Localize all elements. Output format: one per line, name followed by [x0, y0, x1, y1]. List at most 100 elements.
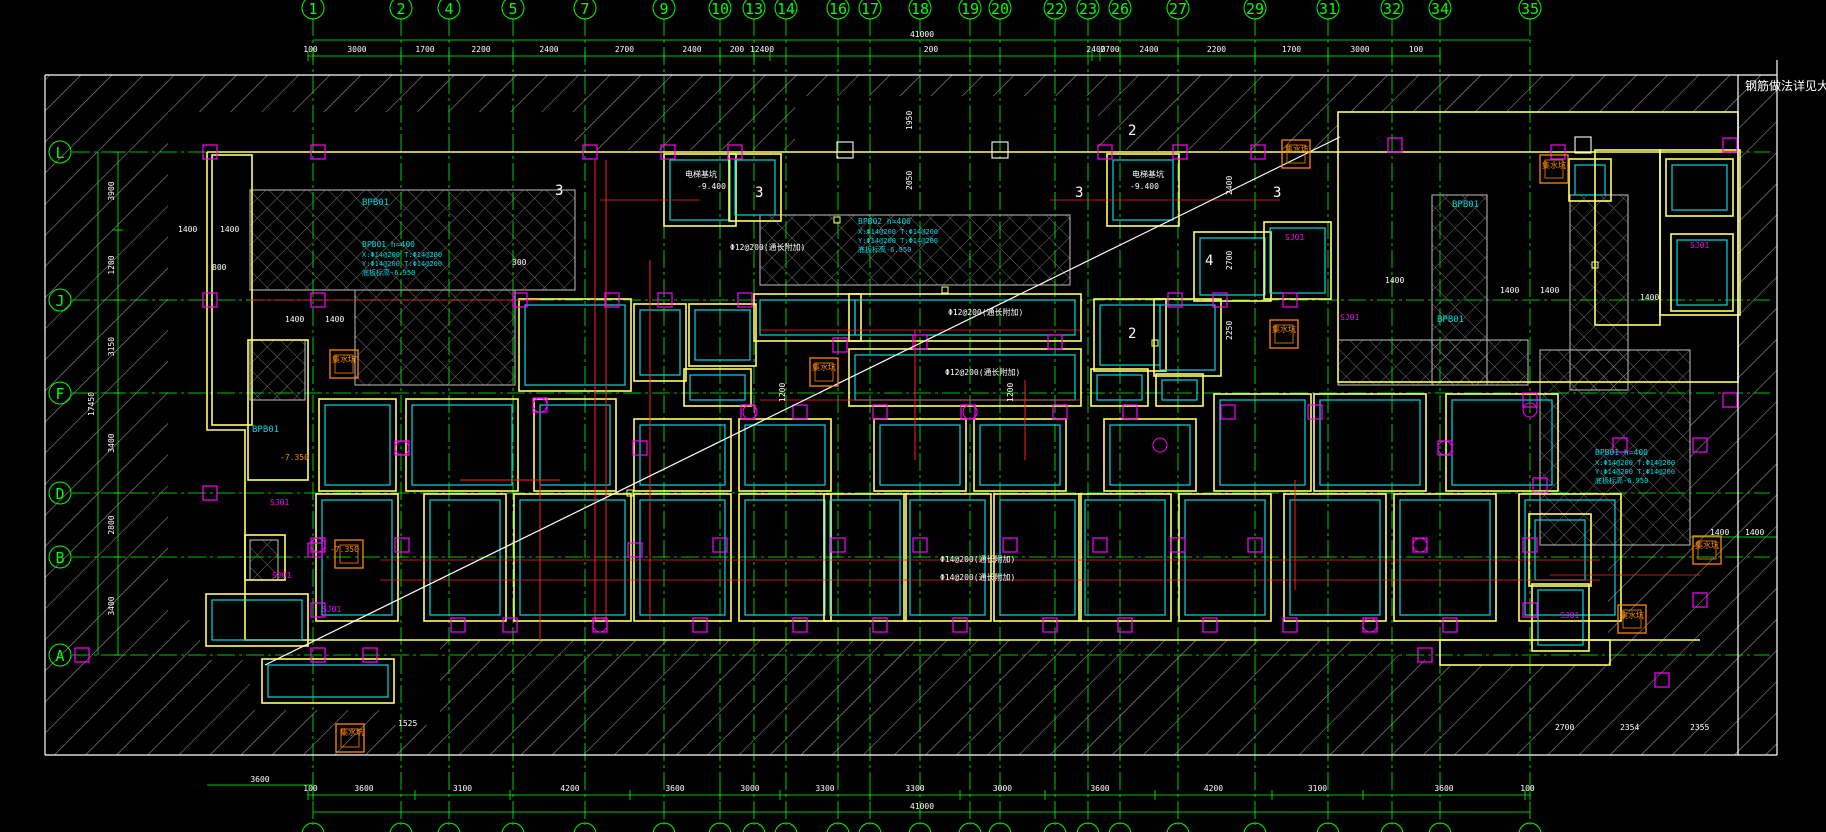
column-marker: [1212, 292, 1228, 308]
axis-label-top: 2: [396, 0, 405, 18]
axis-label-left: J: [55, 292, 64, 310]
pit-outline: [539, 404, 611, 486]
wall-outline: [1155, 373, 1204, 407]
wall-outline: [261, 658, 395, 704]
wall-outline: [1518, 493, 1622, 622]
column-marker: [362, 647, 378, 663]
axis-bubble-top: [826, 0, 850, 20]
pit-outline: [1084, 499, 1166, 616]
axis-label-top: 16: [829, 0, 847, 18]
pile-marker: [532, 397, 548, 413]
wall-outline: [1213, 393, 1312, 492]
rebar-note: X:Φ14@200 T:Φ14@200: [858, 228, 938, 236]
top-dim-text: 2400: [1086, 45, 1105, 54]
sump-pit-inner: [1286, 144, 1306, 164]
pit-outline: [524, 304, 626, 386]
column-marker: [1117, 617, 1133, 633]
pit-outline: [324, 404, 391, 486]
bottom-dim-text: 3300: [905, 784, 924, 793]
column-marker: [202, 144, 218, 160]
sump-pit-inner: [1274, 324, 1294, 344]
bpb-label: BPB01: [252, 425, 279, 435]
pit-outline: [1289, 499, 1381, 616]
pit-outline: [429, 499, 501, 616]
top-dim-text: 1700: [415, 45, 434, 54]
column-marker: [991, 141, 1009, 159]
top-dim-text: 2400: [539, 45, 558, 54]
column-marker: [836, 141, 854, 159]
axis-bubble-top: [708, 0, 732, 20]
axis-bubble-bottom: [958, 822, 982, 832]
sj-label: SJ01: [270, 498, 289, 507]
wall-outline: [1193, 231, 1272, 302]
axis-bubble-bottom: [742, 822, 766, 832]
wall-outline: [683, 368, 752, 407]
axis-label-top: 34: [1431, 0, 1449, 18]
wall-outline: [1313, 393, 1427, 492]
wall-outline: [738, 418, 832, 492]
wall-outline: [1153, 298, 1222, 377]
bottom-dim-text: 3600: [665, 784, 684, 793]
note-title: 钢筋做法详见大样图: [1745, 78, 1826, 93]
section-mark: 3: [1273, 185, 1281, 201]
bottom-left-dim-text: 3600: [250, 775, 269, 784]
dim-text: 2400: [1225, 176, 1234, 195]
section-mark: 2: [1128, 326, 1136, 342]
column-marker: [1387, 137, 1403, 153]
wall-outline: [405, 398, 519, 492]
axis-bubble-top: [301, 0, 325, 20]
dim-text: 2354: [1620, 723, 1639, 732]
axis-label-top: 31: [1319, 0, 1337, 18]
pit-outline: [744, 424, 826, 486]
axis-bubble-bottom: [437, 822, 461, 832]
axis-bubble-bottom: [774, 822, 798, 832]
pit-outline: [669, 159, 731, 221]
wall-outline: [823, 493, 907, 622]
axis-label-left: A: [55, 647, 64, 665]
pile-marker: [742, 404, 758, 420]
bottom-dim-text: 3300: [815, 784, 834, 793]
bottom-dim-text: 3600: [354, 784, 373, 793]
axis-bubble-top: [652, 0, 676, 20]
sump-label: 集水坑: [1272, 324, 1296, 334]
column-marker: [832, 337, 848, 353]
sj-label: SJ01: [1285, 233, 1304, 242]
section-mark: 3: [755, 185, 763, 201]
axis-bubble-top: [1076, 0, 1100, 20]
column-marker: [692, 617, 708, 633]
column-marker: [1247, 537, 1263, 553]
column-marker: [1097, 144, 1113, 160]
top-total-text: 41000: [910, 30, 934, 39]
axis-label-top: 35: [1521, 0, 1539, 18]
axis-bubble-top: [858, 0, 882, 20]
pit-outline: [1524, 499, 1616, 616]
axis-label-top: 29: [1246, 0, 1264, 18]
column-marker: [74, 647, 90, 663]
slab-elev: 底板标高-6.950: [858, 245, 911, 254]
sump-pit: [809, 357, 839, 387]
elev-pit-value: -9.400: [1130, 182, 1159, 191]
axis-bubble-top: [437, 0, 461, 20]
sump-pit-inner: [334, 354, 354, 374]
pit-outline: [694, 309, 751, 361]
axis-label-top: 26: [1111, 0, 1129, 18]
pit-outline: [1161, 379, 1198, 401]
axis-bubble-bottom: [573, 822, 597, 832]
pit-outline: [744, 499, 826, 616]
sump-pit: [1617, 604, 1647, 634]
left-dim-text: 3400: [107, 433, 116, 452]
wall-outline: [633, 303, 687, 382]
column-marker: [1522, 602, 1538, 618]
column-marker: [712, 537, 728, 553]
wall-outline: [1093, 298, 1167, 372]
wall-outline: [247, 339, 309, 481]
axis-bubble-top: [1108, 0, 1132, 20]
sump-pit: [334, 539, 364, 569]
axis-label-top: 23: [1079, 0, 1097, 18]
dim-text: 1200: [1006, 383, 1015, 402]
column-marker: [1522, 537, 1538, 553]
dim-text: 1400: [1385, 276, 1404, 285]
axis-bubble-bottom: [1108, 822, 1132, 832]
left-dim-text: 3400: [107, 596, 116, 615]
axis-label-top: 1: [308, 0, 317, 18]
